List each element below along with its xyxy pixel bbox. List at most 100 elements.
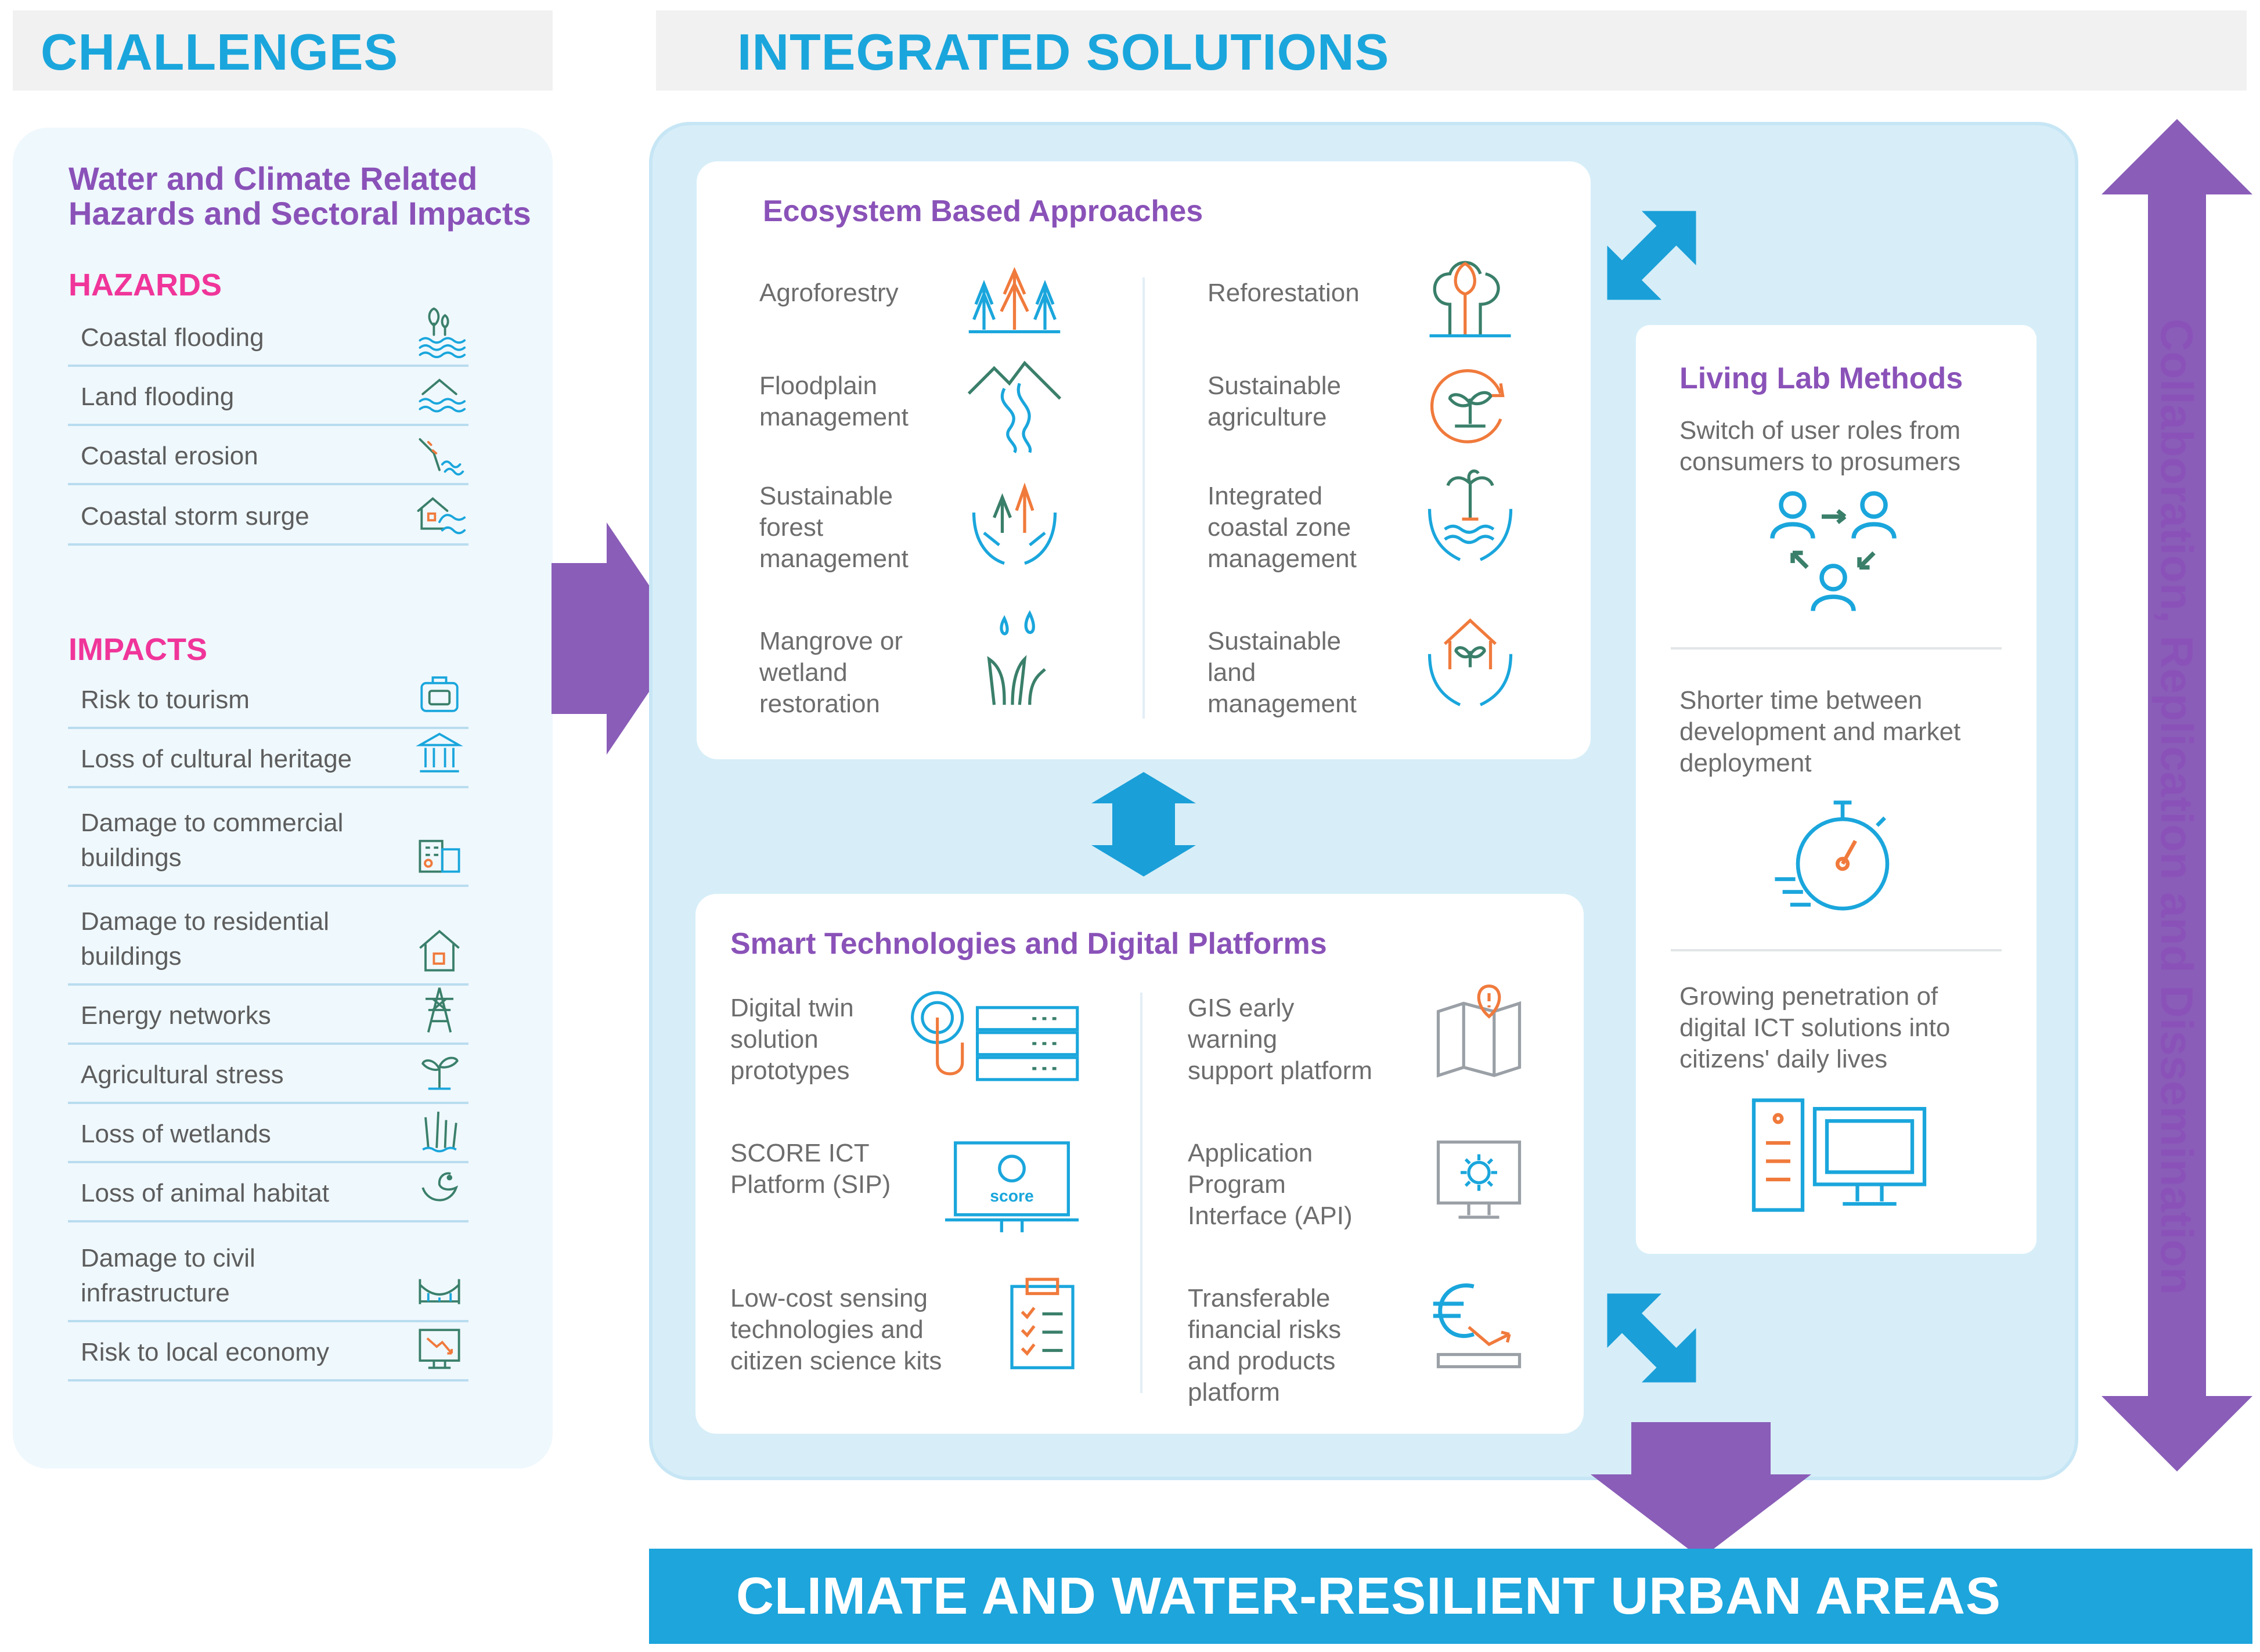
agroforestry-icon — [968, 266, 1061, 334]
impact-label: Loss of wetlands — [81, 1120, 271, 1148]
smart-tech-title: Smart Technologies and Digital Platforms — [730, 927, 1327, 961]
touch-server-icon — [911, 991, 1079, 1081]
impact-label: Loss of animal habitat — [81, 1179, 330, 1207]
hazard-label: Land flooding — [81, 383, 235, 411]
score-logo-text: score — [990, 1186, 1034, 1205]
eco-label-coastal: Integrated coastal zone management — [1208, 482, 1357, 573]
collaboration-label: Collaboration, Replication and Dissemina… — [2151, 319, 2203, 1295]
smart-label-gis: GIS early warning support platform — [1188, 994, 1372, 1085]
impact-label: Damage to residential buildings — [81, 907, 330, 971]
solutions-header-text: INTEGRATED SOLUTIONS — [737, 23, 1390, 81]
bridge-icon — [419, 1279, 460, 1304]
impact-item-agriculture: Agricultural stress — [68, 1043, 468, 1104]
ecosystem-divider — [1142, 277, 1145, 719]
hazard-label: Coastal storm surge — [81, 502, 309, 531]
impact-item-wetlands: Loss of wetlands — [68, 1102, 468, 1163]
living-lab-card: Living Lab Methods Switch of user roles … — [1636, 325, 2036, 1254]
smart-label-digital-twin: Digital twin solution prototypes — [730, 994, 854, 1085]
eco-label-land: Sustainable land management — [1208, 627, 1357, 718]
hazards-heading: HAZARDS — [69, 268, 222, 302]
hazard-label: Coastal flooding — [81, 323, 264, 352]
bird-icon — [421, 1172, 459, 1202]
score-monitor-icon: score — [945, 1141, 1079, 1232]
impact-label: Loss of cultural heritage — [81, 745, 352, 773]
cycle-sprout-icon — [1430, 369, 1505, 443]
smart-label-api: Application Program Interface (API) — [1188, 1139, 1353, 1230]
reforestation-icon — [1429, 261, 1511, 338]
impact-item-commercial: Damage to commercial buildings — [68, 786, 468, 887]
hazard-item-land-flooding: Land flooding — [68, 365, 468, 426]
challenges-panel: Water and Climate Related Hazards and Se… — [13, 128, 553, 1469]
impact-label: Energy networks — [81, 1001, 271, 1030]
challenges-title: Water and Climate Related Hazards and Se… — [69, 160, 531, 232]
challenges-header-text: CHALLENGES — [41, 23, 399, 81]
smart-tech-divider — [1140, 993, 1142, 1393]
stopwatch-icon — [1775, 800, 1890, 911]
storm-surge-icon — [417, 497, 466, 535]
challenges-to-solutions-arrow — [552, 522, 685, 755]
economy-chart-icon — [419, 1329, 460, 1369]
smart-tech-card: Smart Technologies and Digital Platforms… — [695, 894, 1584, 1434]
impact-item-habitat: Loss of animal habitat — [68, 1161, 468, 1222]
impact-item-residential: Damage to residential buildings — [68, 885, 468, 986]
living-lab-title: Living Lab Methods — [1679, 362, 1963, 395]
sprout-icon — [421, 1056, 459, 1090]
coastal-erosion-icon — [419, 438, 464, 476]
mangrove-icon — [987, 610, 1046, 705]
impact-label: Damage to civil infrastructure — [81, 1244, 255, 1307]
eco-label-mangrove: Mangrove or wetland restoration — [759, 627, 903, 718]
solutions-to-outcome-arrow — [1591, 1422, 1811, 1559]
smart-label-score: SCORE ICT Platform (SIP) — [730, 1139, 891, 1199]
challenges-header: CHALLENGES — [13, 10, 553, 91]
map-alert-icon — [1436, 984, 1522, 1078]
clipboard-icon — [1010, 1278, 1075, 1369]
eco-label-reforestation: Reforestation — [1208, 279, 1360, 307]
eco-label-agriculture: Sustainable agriculture — [1208, 371, 1341, 431]
impacts-heading: IMPACTS — [69, 632, 207, 667]
solutions-header: INTEGRATED SOLUTIONS — [656, 10, 2247, 91]
power-pylon-icon — [426, 987, 453, 1033]
heritage-building-icon — [416, 733, 463, 773]
computer-icon — [1751, 1098, 1927, 1212]
palm-hands-icon — [1428, 469, 1513, 561]
forest-hands-icon — [972, 482, 1057, 565]
impact-item-tourism: Risk to tourism — [68, 662, 468, 729]
collaboration-arrow — [2102, 119, 2252, 1471]
living-lab-text-roles: Switch of user roles from consumers to p… — [1679, 416, 1961, 476]
river-mountain-icon — [967, 360, 1062, 453]
house-hands-icon — [1428, 618, 1513, 706]
outcome-text: CLIMATE AND WATER-RESILIENT URBAN AREAS — [736, 1567, 2001, 1625]
impact-label: Risk to local economy — [81, 1338, 329, 1366]
hazard-item-coastal-flooding: Coastal flooding — [68, 302, 468, 367]
house-icon — [419, 929, 460, 972]
hazard-item-storm-surge: Coastal storm surge — [68, 483, 468, 546]
living-lab-divider-1 — [1671, 647, 2002, 650]
hazard-label: Coastal erosion — [81, 442, 258, 470]
ecosystem-card: Ecosystem Based Approaches Agroforestry … — [697, 161, 1591, 759]
suitcase-icon — [420, 676, 459, 712]
smart-label-financial: Transferable financial risks and product… — [1188, 1284, 1342, 1406]
hazard-item-coastal-erosion: Coastal erosion — [68, 424, 468, 485]
eco-label-agroforestry: Agroforestry — [759, 279, 899, 307]
cards-link-arrow — [1091, 772, 1196, 877]
living-lab-divider-2 — [1671, 949, 2002, 951]
impact-label: Agricultural stress — [81, 1061, 284, 1089]
impact-item-heritage: Loss of cultural heritage — [68, 727, 468, 788]
rotate-arrow-bottom — [1607, 1293, 1696, 1383]
living-lab-text-digital: Growing penetration of digital ICT solut… — [1679, 982, 1951, 1073]
impact-item-energy: Energy networks — [68, 983, 468, 1045]
commercial-building-icon — [419, 839, 460, 873]
wetland-icon — [422, 1112, 457, 1153]
users-exchange-icon — [1770, 491, 1897, 612]
euro-icon — [1433, 1283, 1522, 1369]
impact-item-civil: Damage to civil infrastructure — [68, 1220, 468, 1322]
impact-label: Risk to tourism — [81, 686, 250, 714]
impact-label: Damage to commercial buildings — [81, 809, 344, 872]
eco-label-floodplain: Floodplain management — [759, 371, 909, 431]
coastal-flooding-icon — [419, 307, 466, 359]
impact-item-economy: Risk to local economy — [68, 1320, 468, 1382]
gear-monitor-icon — [1436, 1140, 1522, 1219]
smart-label-sensing: Low-cost sensing technologies and citize… — [730, 1284, 942, 1375]
rotate-arrow-top — [1607, 211, 1696, 300]
land-flooding-icon — [419, 378, 466, 413]
